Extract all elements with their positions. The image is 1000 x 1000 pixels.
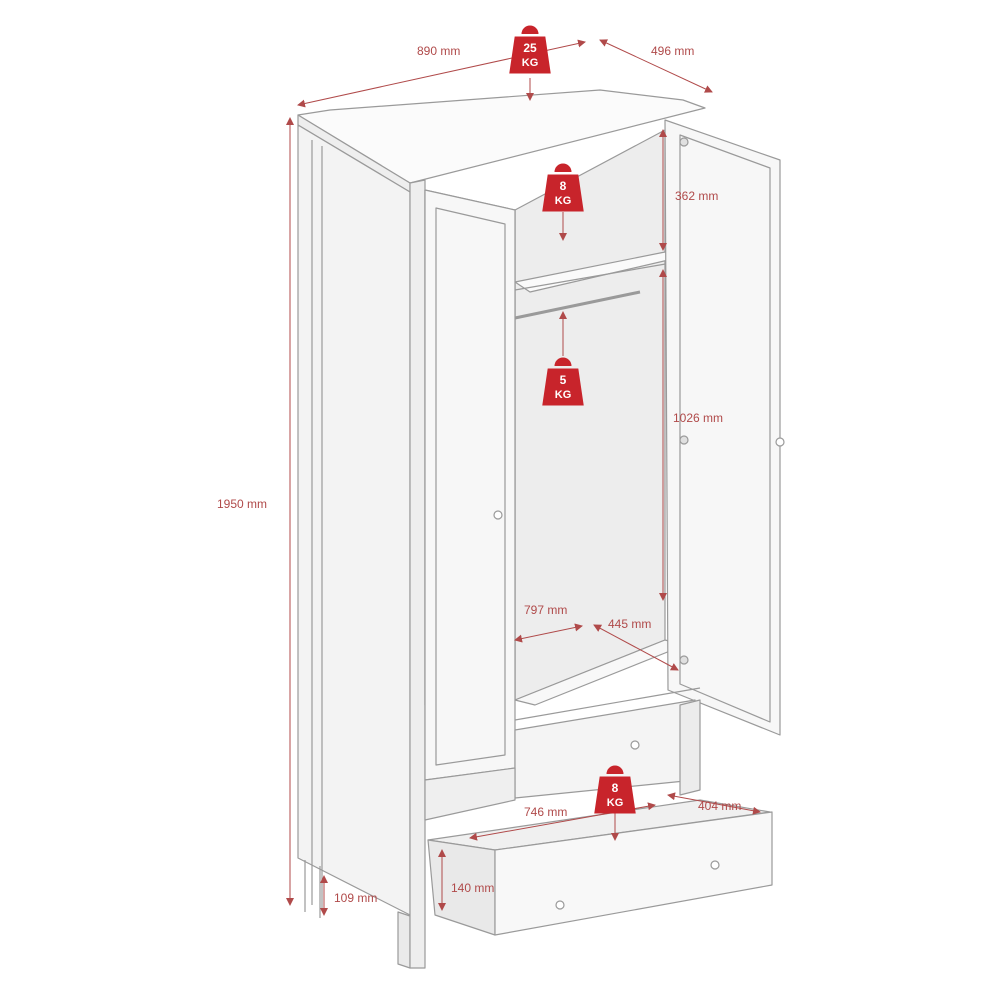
leg-height-label: 109 mm [334, 891, 377, 905]
hinge-icon [679, 435, 689, 445]
lower-drawer-knob-left[interactable] [555, 900, 565, 910]
weight-badge-shelf: 8 KG [542, 163, 584, 212]
height-label: 1950 mm [217, 497, 267, 511]
lower-drawer-knob-right[interactable] [710, 860, 720, 870]
left-door[interactable] [424, 189, 516, 781]
right-door-knob[interactable] [775, 437, 785, 447]
dimension-labels: 890 mm 496 mm 1950 mm 362 mm 1026 mm 797… [217, 44, 741, 905]
width-label: 890 mm [417, 44, 460, 58]
weight-badge-rail: 5 KG [542, 357, 584, 406]
weight-shelf-value: 8 [560, 179, 567, 193]
top-shelf-height-label: 362 mm [675, 189, 718, 203]
left-door-knob[interactable] [493, 510, 503, 520]
right-door[interactable] [664, 119, 781, 736]
inner-depth-label: 445 mm [608, 617, 651, 631]
drawer-depth-label: 404 mm [698, 799, 741, 813]
weight-rail-unit: KG [555, 389, 572, 401]
left-leg [397, 911, 411, 969]
left-side-panel [297, 124, 411, 916]
wardrobe-illustration [297, 89, 785, 969]
weight-top-value: 25 [523, 41, 537, 55]
hinge-icon [679, 137, 689, 147]
weight-icon [542, 357, 584, 406]
weight-top-unit: KG [522, 57, 539, 69]
hinge-icon [679, 655, 689, 665]
weight-badge-top: 25 KG [509, 25, 551, 74]
hanging-height-label: 1026 mm [673, 411, 723, 425]
inner-width-label: 797 mm [524, 603, 567, 617]
drawer-width-label: 746 mm [524, 805, 567, 819]
weight-drawer-unit: KG [607, 797, 624, 809]
upper-drawer-knob[interactable] [630, 740, 640, 750]
weight-badge-drawer: 8 KG [594, 765, 636, 814]
weight-shelf-unit: KG [555, 195, 572, 207]
depth-label: 496 mm [651, 44, 694, 58]
weight-icon [542, 163, 584, 212]
weight-rail-value: 5 [560, 373, 567, 387]
drawer-height-label: 140 mm [451, 881, 494, 895]
weight-drawer-value: 8 [612, 781, 619, 795]
dimension-lines [286, 39, 761, 916]
weight-icon [594, 765, 636, 814]
hanging-rail [514, 290, 641, 320]
weight-icon [509, 25, 551, 74]
